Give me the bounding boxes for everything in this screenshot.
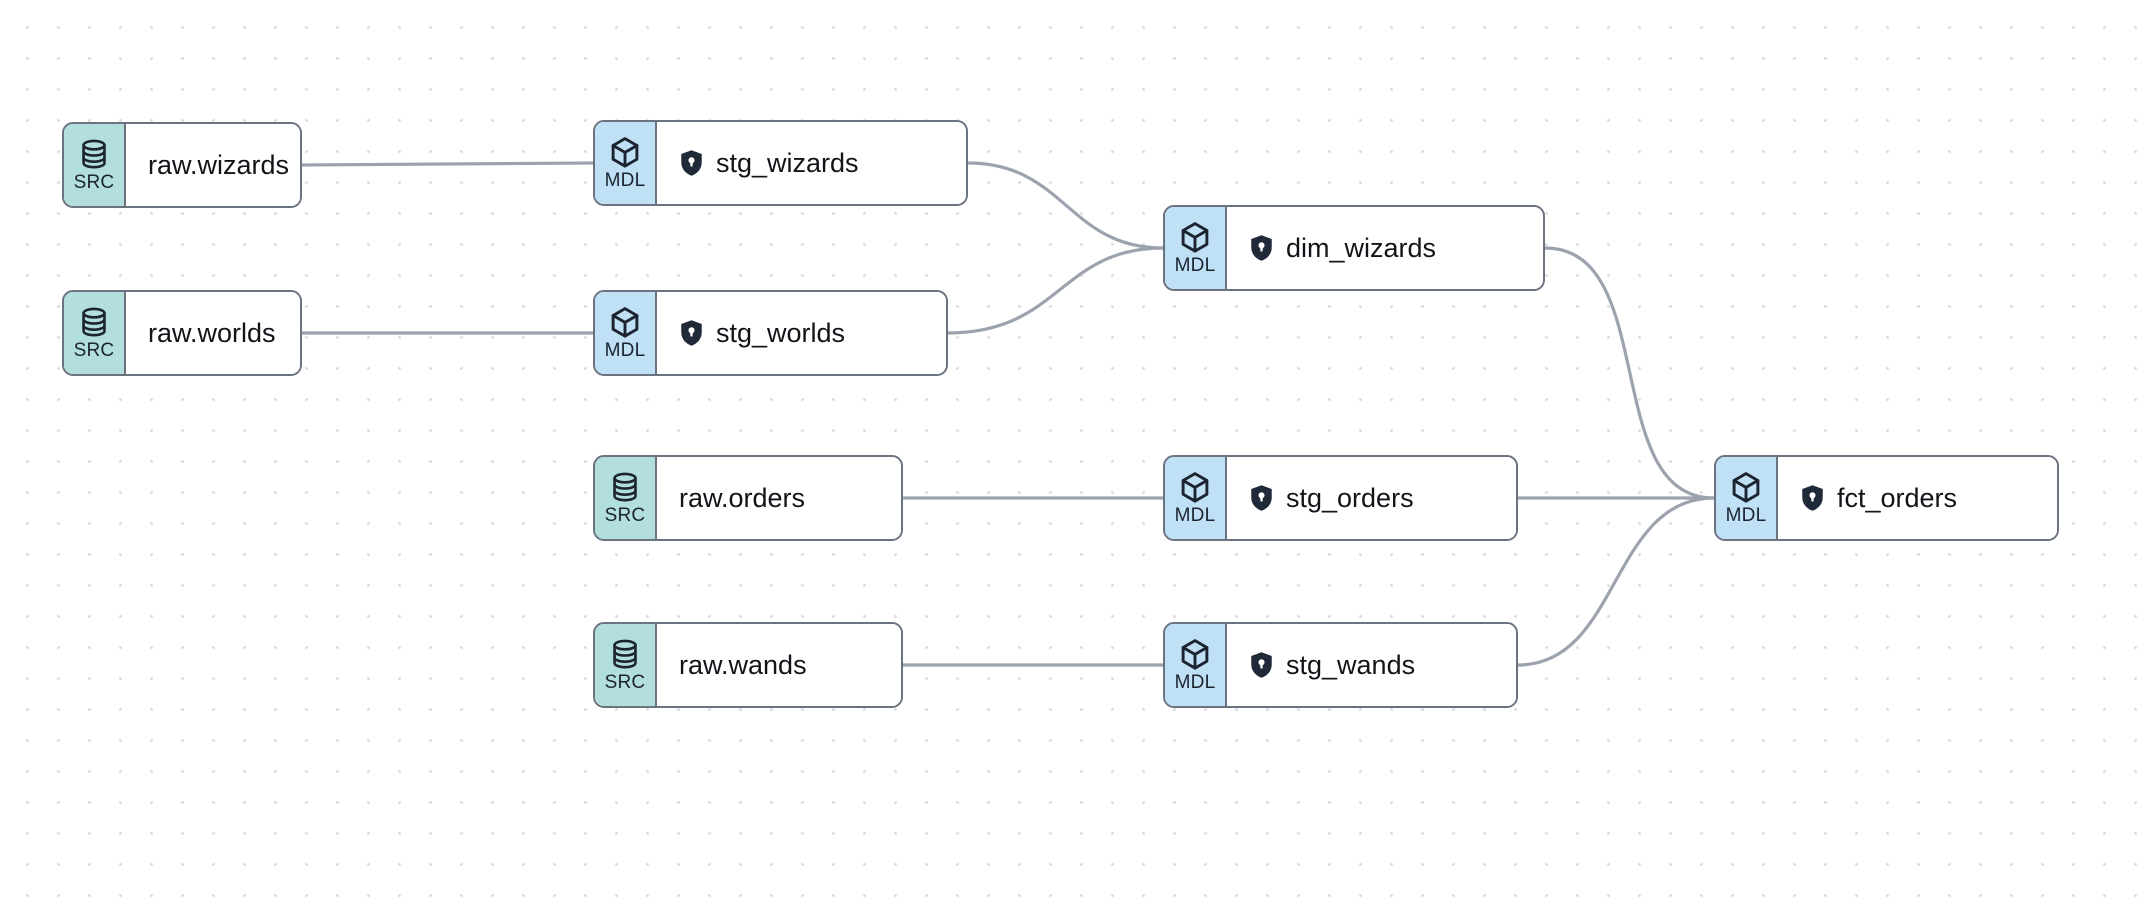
node-stg-wizards[interactable]: MDL stg_wizards — [593, 120, 968, 206]
node-label: raw.orders — [679, 482, 806, 513]
node-raw-wands[interactable]: SRC raw.wands — [593, 622, 903, 708]
database-icon — [610, 472, 640, 504]
database-icon — [610, 639, 640, 671]
shield-lock-icon — [1249, 484, 1274, 512]
database-icon — [79, 139, 109, 171]
node-label: raw.wizards — [148, 149, 290, 180]
node-badge-label: MDL — [604, 340, 646, 361]
node-badge-src: SRC — [64, 124, 126, 206]
node-label: stg_wands — [1286, 649, 1416, 680]
edge-stg-worlds-to-dim-wizards — [946, 246, 1165, 335]
cube-icon — [1179, 471, 1211, 504]
node-badge-src: SRC — [595, 624, 657, 706]
shield-lock-icon — [1800, 484, 1825, 512]
node-badge-mdl: MDL — [595, 292, 657, 374]
node-badge-label: SRC — [604, 504, 646, 526]
shield-lock-icon — [1249, 234, 1274, 262]
node-badge-label: SRC — [604, 671, 646, 693]
node-badge-mdl: MDL — [595, 122, 657, 204]
node-badge-mdl: MDL — [1165, 624, 1227, 706]
node-badge-label: MDL — [1174, 672, 1216, 693]
node-label: stg_orders — [1286, 482, 1414, 513]
node-badge-mdl: MDL — [1716, 457, 1778, 539]
node-badge-mdl: MDL — [1165, 207, 1227, 289]
node-badge-label: MDL — [1174, 255, 1216, 276]
node-label: fct_orders — [1837, 482, 1958, 513]
node-badge-mdl: MDL — [1165, 457, 1227, 539]
edge-stg-wands-to-fct-orders — [1516, 496, 1716, 667]
node-raw-wizards[interactable]: SRC raw.wizards — [62, 122, 302, 208]
edge-stg-wizards-to-dim-wizards — [966, 161, 1165, 250]
node-fct-orders[interactable]: MDL fct_orders — [1714, 455, 2059, 541]
node-badge-src: SRC — [595, 457, 657, 539]
node-body: fct_orders — [1778, 457, 2057, 539]
node-stg-worlds[interactable]: MDL stg_worlds — [593, 290, 948, 376]
node-raw-orders[interactable]: SRC raw.orders — [593, 455, 903, 541]
shield-lock-icon — [679, 319, 704, 347]
cube-icon — [1730, 471, 1762, 504]
node-body: raw.orders — [657, 457, 901, 539]
node-body: stg_orders — [1227, 457, 1516, 539]
node-body: stg_wizards — [657, 122, 966, 204]
node-label: dim_wizards — [1286, 232, 1437, 263]
shield-lock-icon — [1249, 651, 1274, 679]
node-badge-label: MDL — [1174, 505, 1216, 526]
node-label: stg_wizards — [716, 147, 859, 178]
cube-icon — [1179, 638, 1211, 671]
edge-dim-wizards-to-fct-orders — [1543, 246, 1716, 500]
node-label: raw.worlds — [148, 317, 276, 348]
database-icon — [79, 307, 109, 339]
node-stg-wands[interactable]: MDL stg_wands — [1163, 622, 1518, 708]
node-badge-label: SRC — [73, 171, 115, 193]
node-body: dim_wizards — [1227, 207, 1543, 289]
node-body: raw.worlds — [126, 292, 300, 374]
node-badge-src: SRC — [64, 292, 126, 374]
cube-icon — [609, 306, 641, 339]
node-dim-wizards[interactable]: MDL dim_wizards — [1163, 205, 1545, 291]
edge-raw-wizards-to-stg-wizards — [300, 161, 595, 167]
cube-icon — [1179, 221, 1211, 254]
node-body: stg_worlds — [657, 292, 946, 374]
cube-icon — [609, 136, 641, 169]
node-badge-label: SRC — [73, 339, 115, 361]
node-badge-label: MDL — [604, 170, 646, 191]
node-raw-worlds[interactable]: SRC raw.worlds — [62, 290, 302, 376]
node-label: stg_worlds — [716, 317, 846, 348]
node-label: raw.wands — [679, 649, 807, 680]
node-badge-label: MDL — [1725, 505, 1767, 526]
shield-lock-icon — [679, 149, 704, 177]
node-body: raw.wizards — [126, 124, 300, 206]
node-body: raw.wands — [657, 624, 901, 706]
node-body: stg_wands — [1227, 624, 1516, 706]
node-stg-orders[interactable]: MDL stg_orders — [1163, 455, 1518, 541]
